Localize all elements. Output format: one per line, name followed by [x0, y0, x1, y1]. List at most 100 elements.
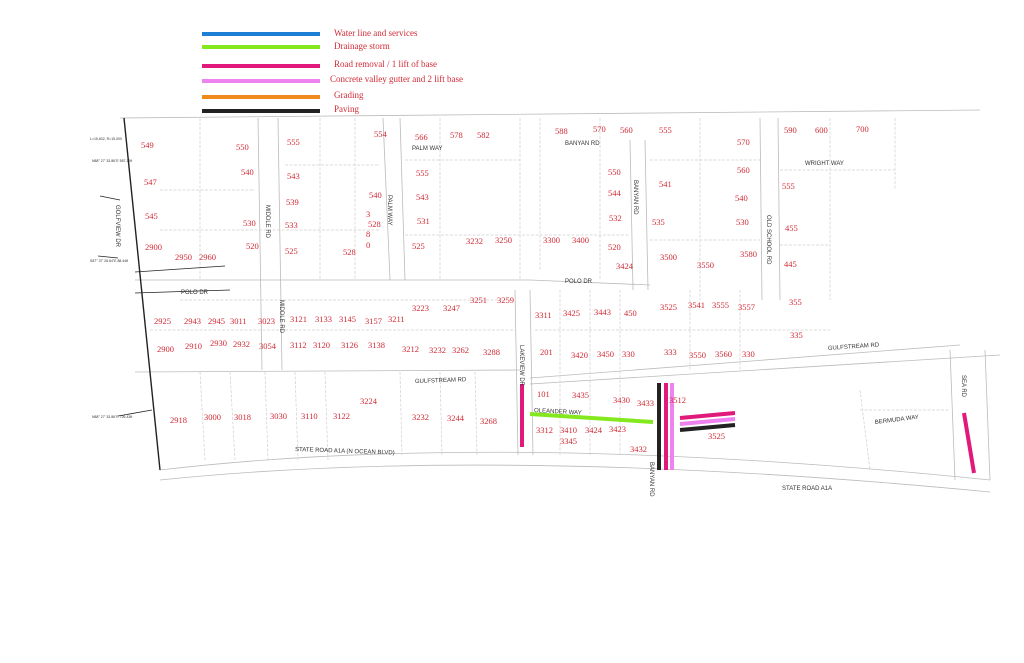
lot-number: 554 [374, 129, 388, 139]
lot-number: 355 [789, 297, 802, 307]
lot-number: 333 [664, 347, 677, 357]
lot-number: 3433 [637, 398, 654, 408]
road-removal-line-east [679, 411, 736, 420]
road-label: MIDDLE RD [264, 205, 270, 239]
lot-number: 0 [366, 240, 370, 250]
lot-number: 3232 [412, 412, 429, 422]
lot-number: 566 [415, 132, 428, 142]
lot-number: 3435 [572, 390, 589, 400]
road-label: STATE ROAD A1A [782, 486, 832, 492]
lot-number: 550 [236, 142, 249, 152]
road-label: OLEANDER WAY [534, 408, 582, 416]
legend-swatch [202, 64, 320, 68]
lot-number: 540 [241, 167, 254, 177]
lot-number: 3244 [447, 413, 465, 423]
paving-line-east [679, 423, 736, 432]
lot-number: 535 [652, 217, 665, 227]
lot-number: 590 [784, 125, 797, 135]
legend-label: Concrete valley gutter and 2 lift base [330, 74, 463, 84]
lot-number: 3300 [543, 235, 560, 245]
lot-number: 520 [246, 241, 259, 251]
lot-number: 2945 [208, 316, 225, 326]
lot-number: 3550 [689, 350, 706, 360]
lot-number: 335 [790, 330, 803, 340]
lot-number: 2900 [145, 242, 162, 252]
lot-number: 555 [416, 168, 429, 178]
lot-number: 3259 [497, 295, 514, 305]
lot-number: 544 [608, 188, 622, 198]
lot-number: 3133 [315, 314, 332, 324]
water-line-survey-profile [97, 117, 231, 471]
lot-number: 330 [742, 349, 755, 359]
survey-note: L=15,602, R=15,000 [90, 137, 122, 141]
lot-number: 3247 [443, 303, 460, 313]
lot-number: 3345 [560, 436, 577, 446]
lot-number: 3145 [339, 314, 356, 324]
legend-label: Water line and services [334, 28, 418, 38]
lot-number: 531 [417, 216, 430, 226]
lot-number: 543 [287, 171, 300, 181]
lot-number: 3110 [301, 411, 318, 421]
lot-number: 3 [366, 209, 370, 219]
road-label: BANYAN RD [648, 462, 654, 497]
legend-swatch [202, 45, 320, 49]
lot-number: 525 [285, 246, 298, 256]
road-label: PALM WAY [386, 195, 392, 226]
survey-note: S87° 37' 26.64"E 88.44ft [90, 259, 128, 263]
lot-number: 555 [659, 125, 672, 135]
lot-number: 3251 [470, 295, 487, 305]
lot-number: 3525 [708, 431, 725, 441]
lot-number: 3311 [535, 310, 552, 320]
legend-swatch [202, 79, 320, 83]
legend-label: Paving [334, 104, 360, 114]
lot-number: 3420 [571, 350, 588, 360]
road-label: MIDDLE RD [278, 300, 284, 334]
lot-number: 3018 [234, 412, 251, 422]
lot-number: 549 [141, 140, 154, 150]
road-label: BANYAN RD [565, 141, 600, 147]
lot-number: 547 [144, 177, 157, 187]
lot-number: 2960 [199, 252, 216, 262]
road-label: STATE ROAD A1A (N OCEAN BLVD) [295, 447, 395, 456]
lot-number: 532 [609, 213, 622, 223]
road-label: GOLFVIEW DR [114, 205, 120, 248]
lot-number: 3212 [402, 344, 419, 354]
lot-number: 450 [624, 308, 637, 318]
legend-swatch [202, 109, 320, 113]
lot-number: 2900 [157, 344, 174, 354]
lot-number: 3023 [258, 316, 275, 326]
lot-number: 541 [659, 179, 672, 189]
lot-number: 3223 [412, 303, 429, 313]
lot-number: 3211 [388, 314, 405, 324]
lot-number: 2950 [175, 252, 192, 262]
road-label: POLO DR [565, 279, 593, 285]
lot-number: 3054 [259, 341, 277, 351]
lot-number: 3224 [360, 396, 378, 406]
lot-number: 528 [343, 247, 356, 257]
lot-number: 3525 [660, 302, 677, 312]
lot-number: 3126 [341, 340, 358, 350]
lot-number: 445 [784, 259, 797, 269]
lot-number: 3312 [536, 425, 553, 435]
survey-note: N88° 27' 33.86"E 726.43ft [92, 415, 132, 419]
lot-number: 2910 [185, 341, 202, 351]
lot-number: 560 [620, 125, 633, 135]
lot-number: 3000 [204, 412, 221, 422]
parcel-lines [119, 109, 1001, 493]
lot-number: 201 [540, 347, 553, 357]
road-label: PALM WAY [412, 146, 443, 152]
lot-number: 3011 [230, 316, 247, 326]
lot-number: 3557 [738, 302, 755, 312]
road-label: POLO DR [181, 290, 209, 296]
lot-number: 3262 [452, 345, 469, 355]
road-label: BANYAN RD [632, 180, 638, 215]
lot-number: 3112 [290, 340, 307, 350]
lot-number: 545 [145, 211, 158, 221]
lot-number: 520 [608, 242, 621, 252]
lot-number: 533 [285, 220, 298, 230]
lot-number: 3410 [560, 425, 577, 435]
lot-number: 570 [737, 137, 750, 147]
lot-number: 3555 [712, 300, 729, 310]
lot-number: 700 [856, 124, 869, 134]
